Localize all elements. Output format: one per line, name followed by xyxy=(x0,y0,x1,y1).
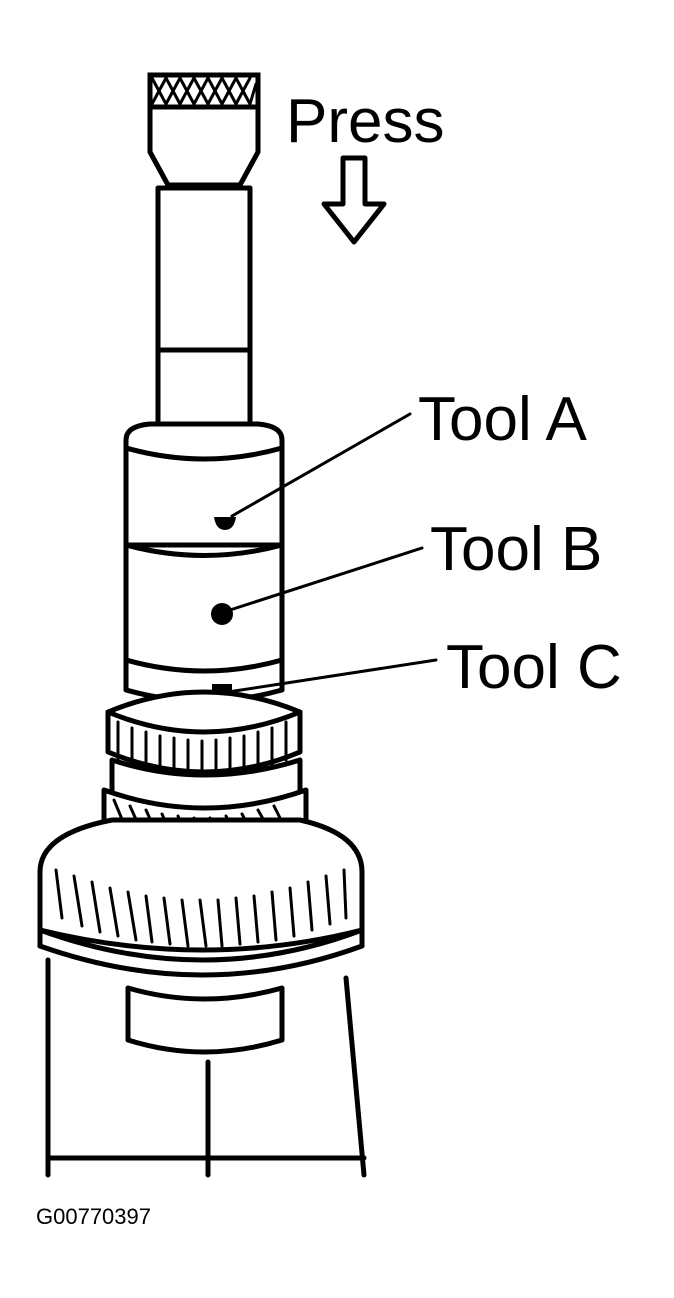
press-label: Press xyxy=(286,87,444,156)
tool-a-marker xyxy=(214,517,236,530)
tool-c-leader xyxy=(226,658,438,694)
tool-a-body xyxy=(123,421,285,558)
tool-b-leader xyxy=(228,546,424,612)
lower-shaft xyxy=(125,985,285,1055)
support-stand xyxy=(45,957,367,1178)
tool-b-marker xyxy=(211,603,233,625)
ring-gear xyxy=(37,817,365,978)
toothed-ring xyxy=(105,689,303,781)
tool-a-label: Tool A xyxy=(418,385,588,454)
press-arrow-icon xyxy=(321,155,387,245)
tool-c-label: Tool C xyxy=(446,633,622,702)
figure-code: G00770397 xyxy=(36,1204,151,1229)
press-ram xyxy=(147,72,261,453)
tool-b-body xyxy=(123,542,285,674)
knurled-pattern xyxy=(150,76,258,106)
tool-a-leader xyxy=(230,412,412,518)
tool-b-label: Tool B xyxy=(430,515,602,584)
